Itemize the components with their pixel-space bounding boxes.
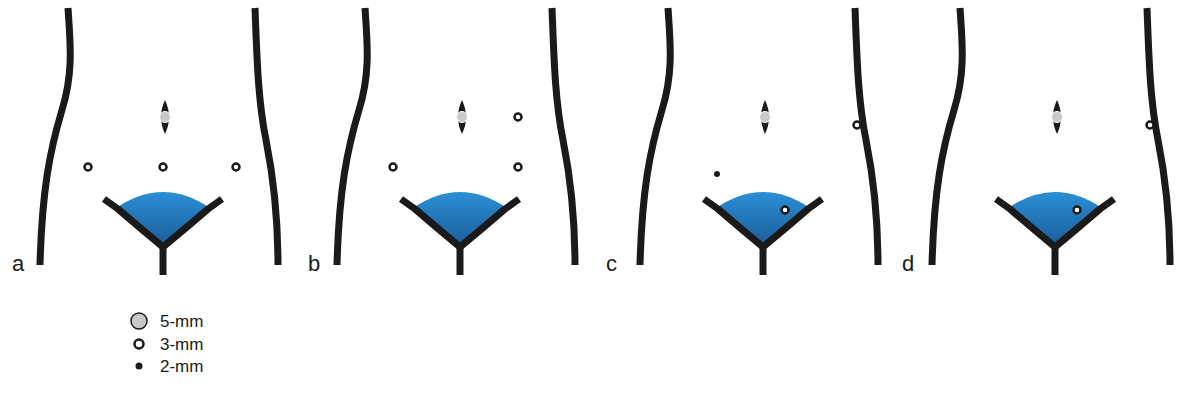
legend-swatches (131, 313, 147, 370)
legend-text: 2-mm (160, 358, 203, 375)
abdomen-outline (932, 8, 1170, 275)
abdomen-outline (337, 8, 575, 275)
legend-text: 5-mm (160, 313, 203, 330)
panel-letter: d (902, 253, 914, 275)
legend-swatch-5mm (131, 313, 147, 329)
port-2mm-marker (714, 171, 720, 177)
legend-swatch-3mm (135, 340, 144, 349)
abdomen-outline (40, 8, 278, 275)
legend-text: 3-mm (160, 336, 203, 353)
legend-swatch-2mm (136, 363, 143, 370)
panel-letter: b (308, 253, 320, 275)
abdomen-outline (640, 8, 878, 275)
panel-letter: c (606, 253, 617, 275)
panel-letter: a (12, 253, 24, 275)
port-3mm-markers (85, 114, 1154, 214)
